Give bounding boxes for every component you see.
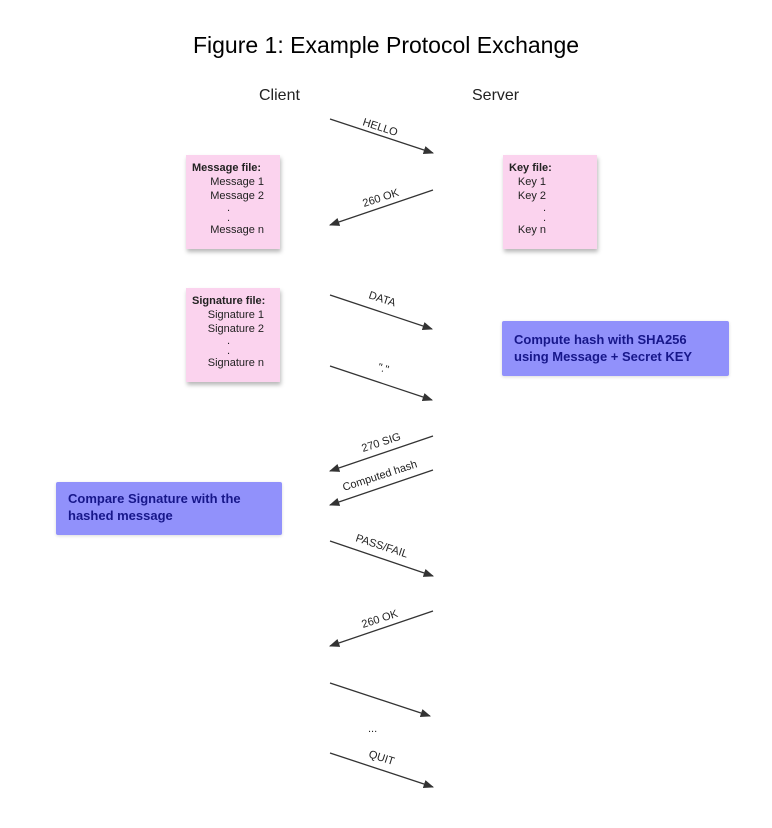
message-arrow (329, 610, 434, 647)
message-arrow (329, 682, 431, 718)
message-label: 260 OK (361, 187, 401, 210)
key-file-heading: Key file: (509, 162, 552, 174)
message-file-line: Message 1 (210, 176, 264, 188)
client-label: Client (259, 87, 300, 104)
key-file-line: Key 2 (517, 190, 546, 202)
message-label: PASS/FAIL (354, 532, 409, 560)
message-file-line: . (226, 202, 230, 214)
message-arrow (329, 435, 434, 472)
signature-file-line: Signature 2 (207, 323, 264, 335)
figure-title: Figure 1: Example Protocol Exchange (192, 32, 580, 58)
message-file-note: Message file: Message 1 Message 2 . . Me… (186, 155, 280, 249)
message-file-line: Message n (210, 224, 264, 236)
compare-signature-note: Compare Signature with the hashed messag… (56, 482, 282, 535)
key-file-line: Key 1 (517, 176, 546, 188)
message-arrow (329, 752, 434, 789)
key-file-line: . (542, 202, 546, 214)
message-label: DATA (367, 289, 398, 309)
message-label: QUIT (367, 748, 396, 768)
signature-file-note: Signature file: Signature 1 Signature 2 … (186, 288, 280, 382)
key-file-line: Key n (517, 224, 546, 236)
message-file-heading: Message file: (192, 162, 262, 174)
message-arrow (329, 365, 433, 401)
message-label: 270 SIG (360, 431, 402, 455)
message-arrow (329, 540, 434, 577)
signature-file-heading: Signature file: (192, 295, 266, 307)
server-label: Server (472, 87, 520, 104)
message-label: "." (376, 361, 390, 376)
message-file-line: . (226, 212, 230, 224)
compute-hash-note: Compute hash with SHA256 using Message +… (502, 321, 729, 376)
message-arrow (329, 294, 433, 330)
signature-file-line: . (226, 345, 230, 357)
message-file-line: Message 2 (210, 190, 264, 202)
message-arrow (329, 189, 434, 226)
signature-file-line: Signature 1 (207, 309, 264, 321)
signature-file-line: . (226, 335, 230, 347)
ellipsis-label: ... (368, 723, 377, 735)
message-label: 260 OK (360, 608, 400, 631)
key-file-line: . (542, 212, 546, 224)
message-arrow (329, 118, 434, 155)
signature-file-line: Signature n (207, 357, 264, 369)
message-arrow (329, 469, 434, 506)
key-file-note: Key file: Key 1 Key 2 . . Key n (503, 155, 597, 249)
